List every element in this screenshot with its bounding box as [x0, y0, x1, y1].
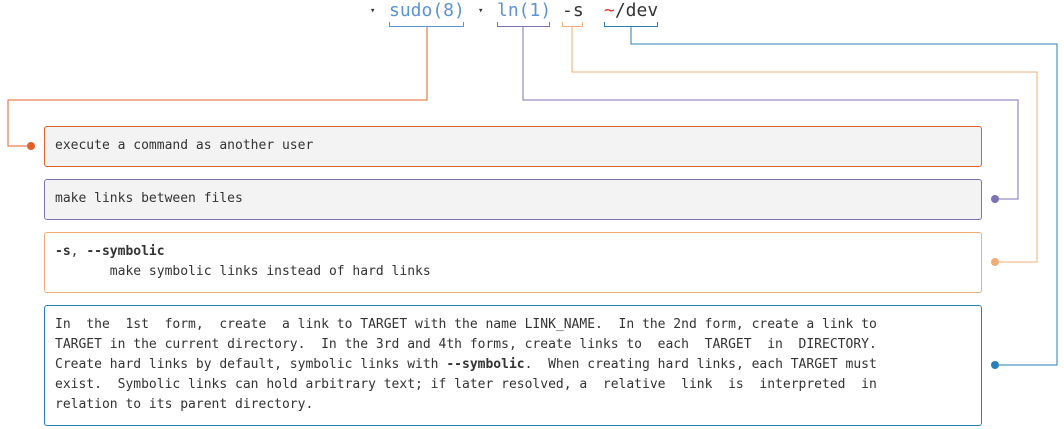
help-ln-text: make links between files [55, 191, 243, 206]
path-rest: /dev [614, 0, 659, 21]
long-flag: --symbolic [86, 244, 165, 259]
flag-indent [55, 264, 110, 279]
short-flag: -s [55, 244, 71, 259]
flag-separator: , [70, 244, 87, 259]
caret-down-icon[interactable]: ▾ [478, 6, 484, 16]
help-sudo-text: execute a command as another user [55, 138, 314, 153]
token-ln-underline [497, 22, 550, 27]
token-sudo-underline [389, 22, 464, 27]
connector-dev-dot [991, 361, 999, 369]
token-sudo[interactable]: sudo(8) [389, 0, 465, 21]
dev-line-1: In the 1st form, create a link to TARGET… [55, 317, 877, 332]
help-box-symbolic: -s, --symbolic make symbolic links inste… [44, 232, 982, 293]
token-path-dev-underline [604, 22, 658, 27]
dev-line-3-post: . When creating hard links, each TARGET … [524, 357, 877, 372]
dev-line-4: exist. Symbolic links can hold arbitrary… [55, 377, 877, 392]
help-box-ln: make links between files [44, 179, 982, 220]
token-path-dev[interactable]: ~/dev [604, 0, 658, 22]
help-box-sudo: execute a command as another user [44, 126, 982, 167]
command-line: ▾ sudo(8) ▾ ln(1) -s ~/dev [0, 0, 1064, 30]
help-box-dev: In the 1st form, create a link to TARGET… [44, 305, 982, 426]
connector-ln-dot [991, 195, 999, 203]
dev-line-3-pre: Create hard links by default, symbolic l… [55, 357, 447, 372]
connector-ln [522, 27, 1019, 200]
symbolic-description: make symbolic links instead of hard link… [109, 264, 431, 279]
dev-line-5: relation to its parent directory. [55, 397, 314, 412]
token-flag-s[interactable]: -s [562, 0, 584, 21]
token-ln[interactable]: ln(1) [497, 0, 552, 21]
tilde-char: ~ [604, 0, 615, 21]
caret-down-icon[interactable]: ▾ [370, 6, 376, 16]
dev-line-2: TARGET in the current directory. In the … [55, 337, 877, 352]
connector-sudo-dot [27, 142, 35, 150]
connector-flag-s-dot [991, 258, 999, 266]
dev-line-3-bold: --symbolic [446, 357, 525, 372]
token-flag-s-underline [562, 22, 583, 27]
